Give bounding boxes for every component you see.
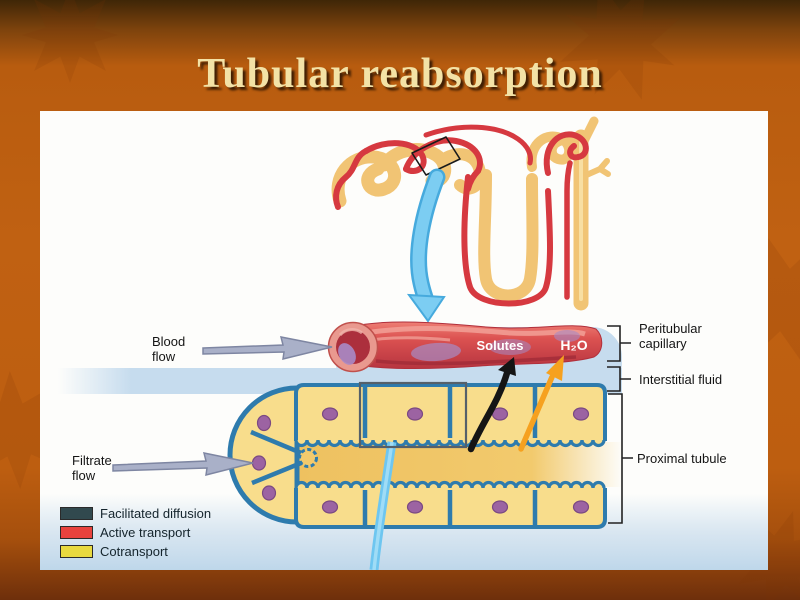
blood-flow-label: Blood flow: [152, 334, 186, 365]
cotransport-swatch: [60, 545, 93, 558]
legend-label: Cotransport: [100, 544, 168, 559]
legend: Facilitated diffusion Active transport C…: [60, 506, 211, 559]
peritubular-capillary-label: Peritubular capillary: [639, 321, 702, 352]
figure-canvas: [40, 116, 768, 570]
highlighted-cell-box: [358, 381, 468, 449]
interstitial-fluid-label: Interstitial fluid: [639, 372, 723, 387]
filtrate-path-arrow: [406, 168, 446, 323]
legend-label: Facilitated diffusion: [100, 506, 212, 521]
magnified-region-marker: [411, 136, 461, 176]
legend-item-cotransport: Cotransport: [60, 544, 211, 559]
facilitated-diffusion-swatch: [60, 507, 93, 520]
proximal-tubule-label: Proximal tubule: [637, 451, 727, 466]
active-transport-swatch: [60, 526, 93, 539]
slide-title: Tubular reabsorption: [197, 51, 603, 97]
water-label: H₂O: [560, 337, 588, 353]
nephron-illustration: [331, 116, 611, 311]
label-brackets: [607, 325, 633, 524]
solutes-label: Solutes: [476, 338, 524, 353]
water-arrow: [518, 355, 564, 452]
legend-item-facilitated-diffusion: Facilitated diffusion: [60, 506, 211, 521]
filtrate-flow-label: Filtrate flow: [72, 453, 112, 484]
blood-flow-arrow: [202, 336, 333, 360]
filtrate-flow-arrow: [112, 452, 254, 477]
legend-label: Active transport: [100, 525, 191, 540]
solutes-arrow: [467, 357, 516, 453]
legend-item-active-transport: Active transport: [60, 525, 211, 540]
cell-nuclei: [251, 407, 590, 514]
proximal-tubule-illustration: [227, 383, 623, 529]
filtrate-stream: [369, 441, 397, 570]
peritubular-capillary-illustration: [327, 321, 603, 373]
figure-panel: Blood flow Filtrate flow Solutes H₂O Per…: [40, 111, 768, 570]
